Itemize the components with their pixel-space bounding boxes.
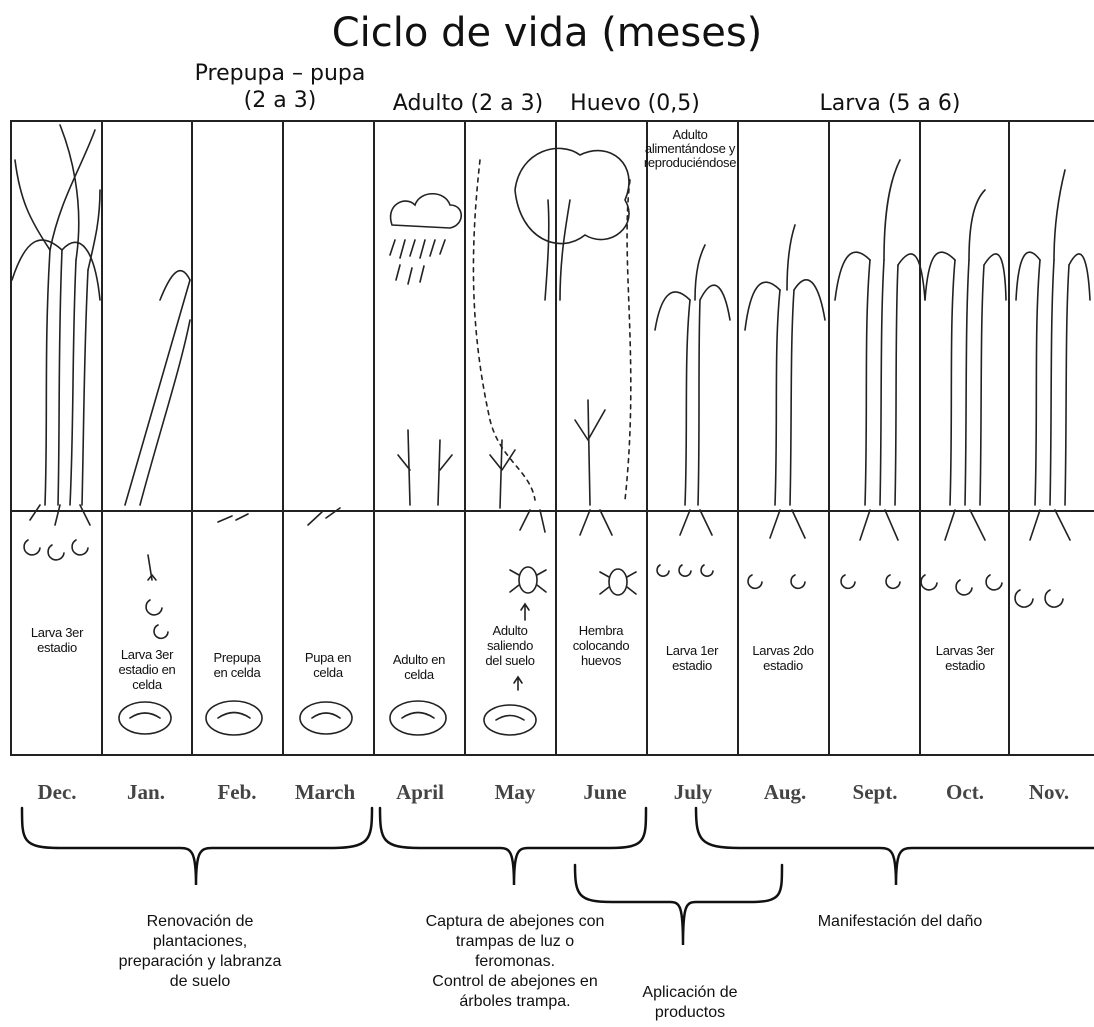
label-line: Control de abejones en [390, 972, 640, 992]
young-shoot-icon [490, 440, 515, 508]
label-renovacion: Renovación de plantaciones, preparación … [70, 912, 330, 992]
flight-path-icon [473, 160, 535, 500]
label-line: feromonas. [390, 952, 640, 972]
month-label-sept: Sept. [830, 780, 920, 805]
stage-label-june: Hembra colocando huevos [556, 623, 646, 668]
label-line: Aplicación de [625, 983, 755, 1003]
stage-label-jan: Larva 3er estadio en celda [102, 647, 192, 692]
label-line: Captura de abejones con [390, 912, 640, 932]
label-captura: Captura de abejones con trampas de luz o… [390, 912, 640, 1012]
label-line: árboles trampa. [390, 992, 640, 1012]
stage-line: estadio en [102, 662, 192, 677]
month-label-aug: Aug. [740, 780, 830, 805]
roots-icon [520, 510, 1070, 540]
month-label-feb: Feb. [192, 780, 282, 805]
month-label-may: May [470, 780, 560, 805]
stage-line: saliendo [465, 638, 555, 653]
sugarcane-plant-icon [1016, 170, 1090, 505]
note-line: alimentándose y [630, 142, 750, 156]
stage-label-feb: Prepupa en celda [192, 650, 282, 680]
up-arrow-icon [514, 677, 522, 690]
sugarcane-plant-icon [925, 190, 1006, 505]
label-aplicacion: Aplicación de productos [625, 983, 755, 1023]
bracket-manifestacion [696, 808, 1094, 885]
stage-line: Larva 3er [12, 625, 102, 640]
stage-line: Pupa en [283, 650, 373, 665]
young-shoot-icon [575, 400, 605, 505]
month-label-july: July [648, 780, 738, 805]
sugarcane-plant-icon [745, 225, 825, 505]
month-label-nov: Nov. [1004, 780, 1094, 805]
stage-line: Hembra [556, 623, 646, 638]
note-line: Adulto [630, 128, 750, 142]
label-line: trampas de luz o [390, 932, 640, 952]
stage-line: Adulto [465, 623, 555, 638]
month-label-april: April [375, 780, 465, 805]
label-line: Renovación de [70, 912, 330, 932]
stage-line: del suelo [465, 653, 555, 668]
rain-cloud-icon [390, 194, 461, 284]
month-label-june: June [560, 780, 650, 805]
stage-label-april: Adulto en celda [374, 652, 464, 682]
month-label-march: March [280, 780, 370, 805]
stage-line: huevos [556, 653, 646, 668]
stage-line: colocando [556, 638, 646, 653]
stage-line: Adulto en [374, 652, 464, 667]
label-line: de suelo [70, 972, 330, 992]
stage-line: celda [283, 665, 373, 680]
stage-line: Larvas 3er [920, 643, 1010, 658]
cane-stub-icon [218, 514, 248, 522]
stage-line: Larvas 2do [738, 643, 828, 658]
flight-path-icon [625, 180, 631, 500]
fallen-cane-icon [125, 271, 190, 580]
note-line: reproduciéndose [630, 156, 750, 170]
pupal-cell-icon [119, 701, 536, 735]
beetle-icon [510, 567, 636, 595]
stage-line: estadio [12, 640, 102, 655]
bracket-renovacion [22, 808, 372, 885]
stage-line: Larva 1er [647, 643, 737, 658]
stage-line: Prepupa [192, 650, 282, 665]
stage-label-march: Pupa en celda [283, 650, 373, 680]
month-label-oct: Oct. [920, 780, 1010, 805]
stage-line: celda [102, 677, 192, 692]
stage-line: celda [374, 667, 464, 682]
stage-line: Larva 3er [102, 647, 192, 662]
stage-label-aug: Larvas 2do estadio [738, 643, 828, 673]
adult-feeding-note: Adulto alimentándose y reproduciéndose [630, 128, 750, 170]
up-arrow-icon [521, 604, 529, 620]
stage-line: estadio [738, 658, 828, 673]
sugarcane-plant-icon [655, 245, 730, 505]
stage-line: estadio [647, 658, 737, 673]
cane-stub-icon [308, 508, 340, 525]
label-line: preparación y labranza [70, 952, 330, 972]
stage-label-july: Larva 1er estadio [647, 643, 737, 673]
young-shoot-icon [398, 430, 452, 505]
label-manifestacion: Manifestación del daño [780, 912, 1020, 932]
stage-label-may: Adulto saliendo del suelo [465, 623, 555, 668]
stage-line: en celda [192, 665, 282, 680]
bracket-captura [380, 808, 646, 885]
sugarcane-plant-icon [835, 160, 925, 505]
sugarcane-plant-icon [12, 125, 100, 525]
stage-label-oct: Larvas 3er estadio [920, 643, 1010, 673]
tree-icon [515, 148, 629, 300]
label-line: productos [625, 1003, 755, 1023]
stage-label-dec: Larva 3er estadio [12, 625, 102, 655]
label-line: plantaciones, [70, 932, 330, 952]
month-label-dec: Dec. [12, 780, 102, 805]
stage-line: estadio [920, 658, 1010, 673]
month-label-jan: Jan. [101, 780, 191, 805]
